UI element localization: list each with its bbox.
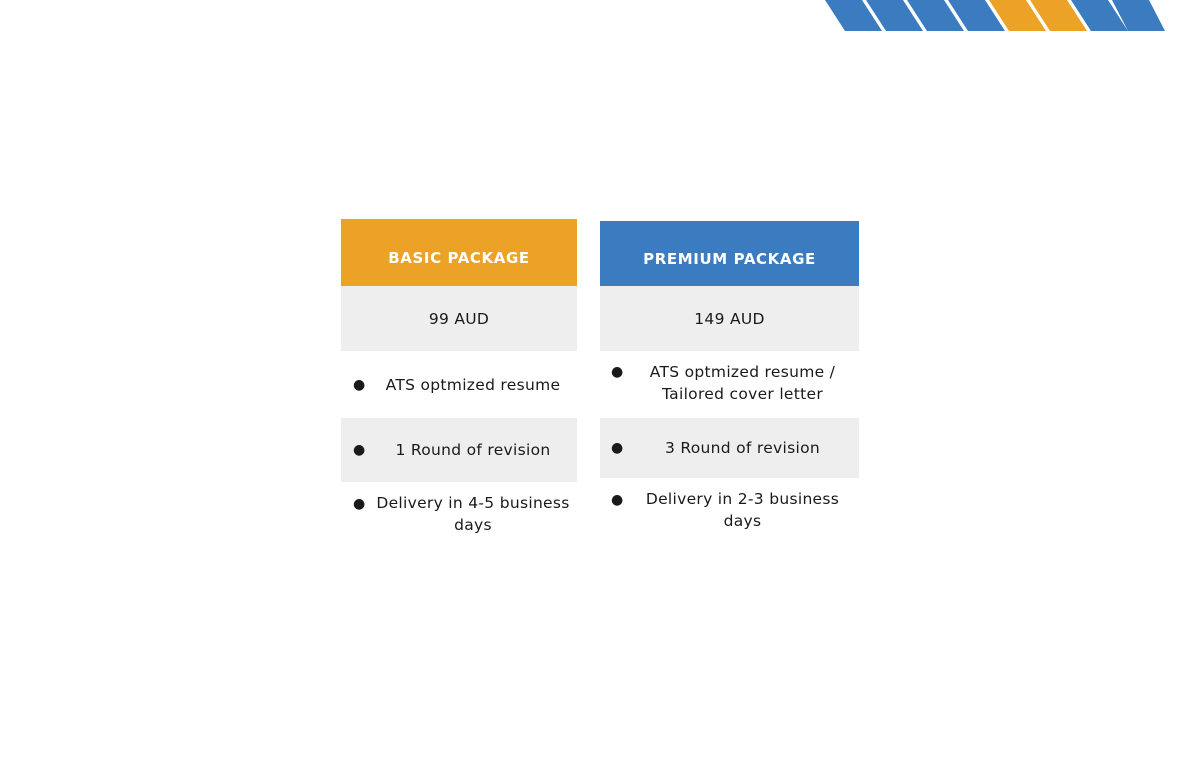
bullet-icon: ●: [611, 492, 624, 508]
basic-feature-text: 1 Round of revision: [395, 441, 551, 459]
premium-feature-row: ● Delivery in 2-3 business days: [600, 478, 859, 544]
stripe-8: [1112, 0, 1165, 31]
premium-feature-row: ● ATS optmized resume / Tailored cover l…: [600, 351, 859, 418]
stripe-6: [1030, 0, 1087, 31]
premium-feature-row: ● 3 Round of revision: [600, 418, 859, 478]
decorative-stripes: [825, 0, 1165, 31]
premium-feature-text: ATS optmized resume / Tailored cover let…: [649, 363, 836, 403]
stripe-7: [1071, 0, 1128, 31]
stripe-4: [948, 0, 1005, 31]
bullet-icon: ●: [353, 496, 366, 512]
basic-package-price: 99 AUD: [341, 286, 577, 351]
stripe-3: [907, 0, 964, 31]
basic-feature-row: ● Delivery in 4-5 business days: [341, 482, 577, 552]
bullet-icon: ●: [353, 376, 366, 393]
basic-feature-text: Delivery in 4-5 business days: [376, 494, 570, 534]
basic-feature-row: ● 1 Round of revision: [341, 418, 577, 482]
bullet-icon: ●: [353, 442, 366, 458]
basic-feature-row: ● ATS optmized resume: [341, 351, 577, 418]
basic-package-card: BASIC PACKAGE 99 AUD ● ATS optmized resu…: [341, 219, 577, 552]
premium-feature-text: Delivery in 2-3 business days: [645, 490, 840, 530]
bullet-icon: ●: [611, 440, 624, 456]
premium-feature-text: 3 Round of revision: [664, 439, 821, 457]
stripe-2: [866, 0, 923, 31]
basic-feature-text: ATS optmized resume: [385, 375, 561, 394]
bullet-icon: ●: [611, 364, 624, 380]
premium-package-price: 149 AUD: [600, 286, 859, 351]
premium-package-card: PREMIUM PACKAGE 149 AUD ● ATS optmized r…: [600, 221, 859, 544]
premium-package-title: PREMIUM PACKAGE: [600, 221, 859, 286]
stripe-5: [989, 0, 1046, 31]
basic-package-title: BASIC PACKAGE: [341, 219, 577, 286]
stripe-1: [825, 0, 882, 31]
